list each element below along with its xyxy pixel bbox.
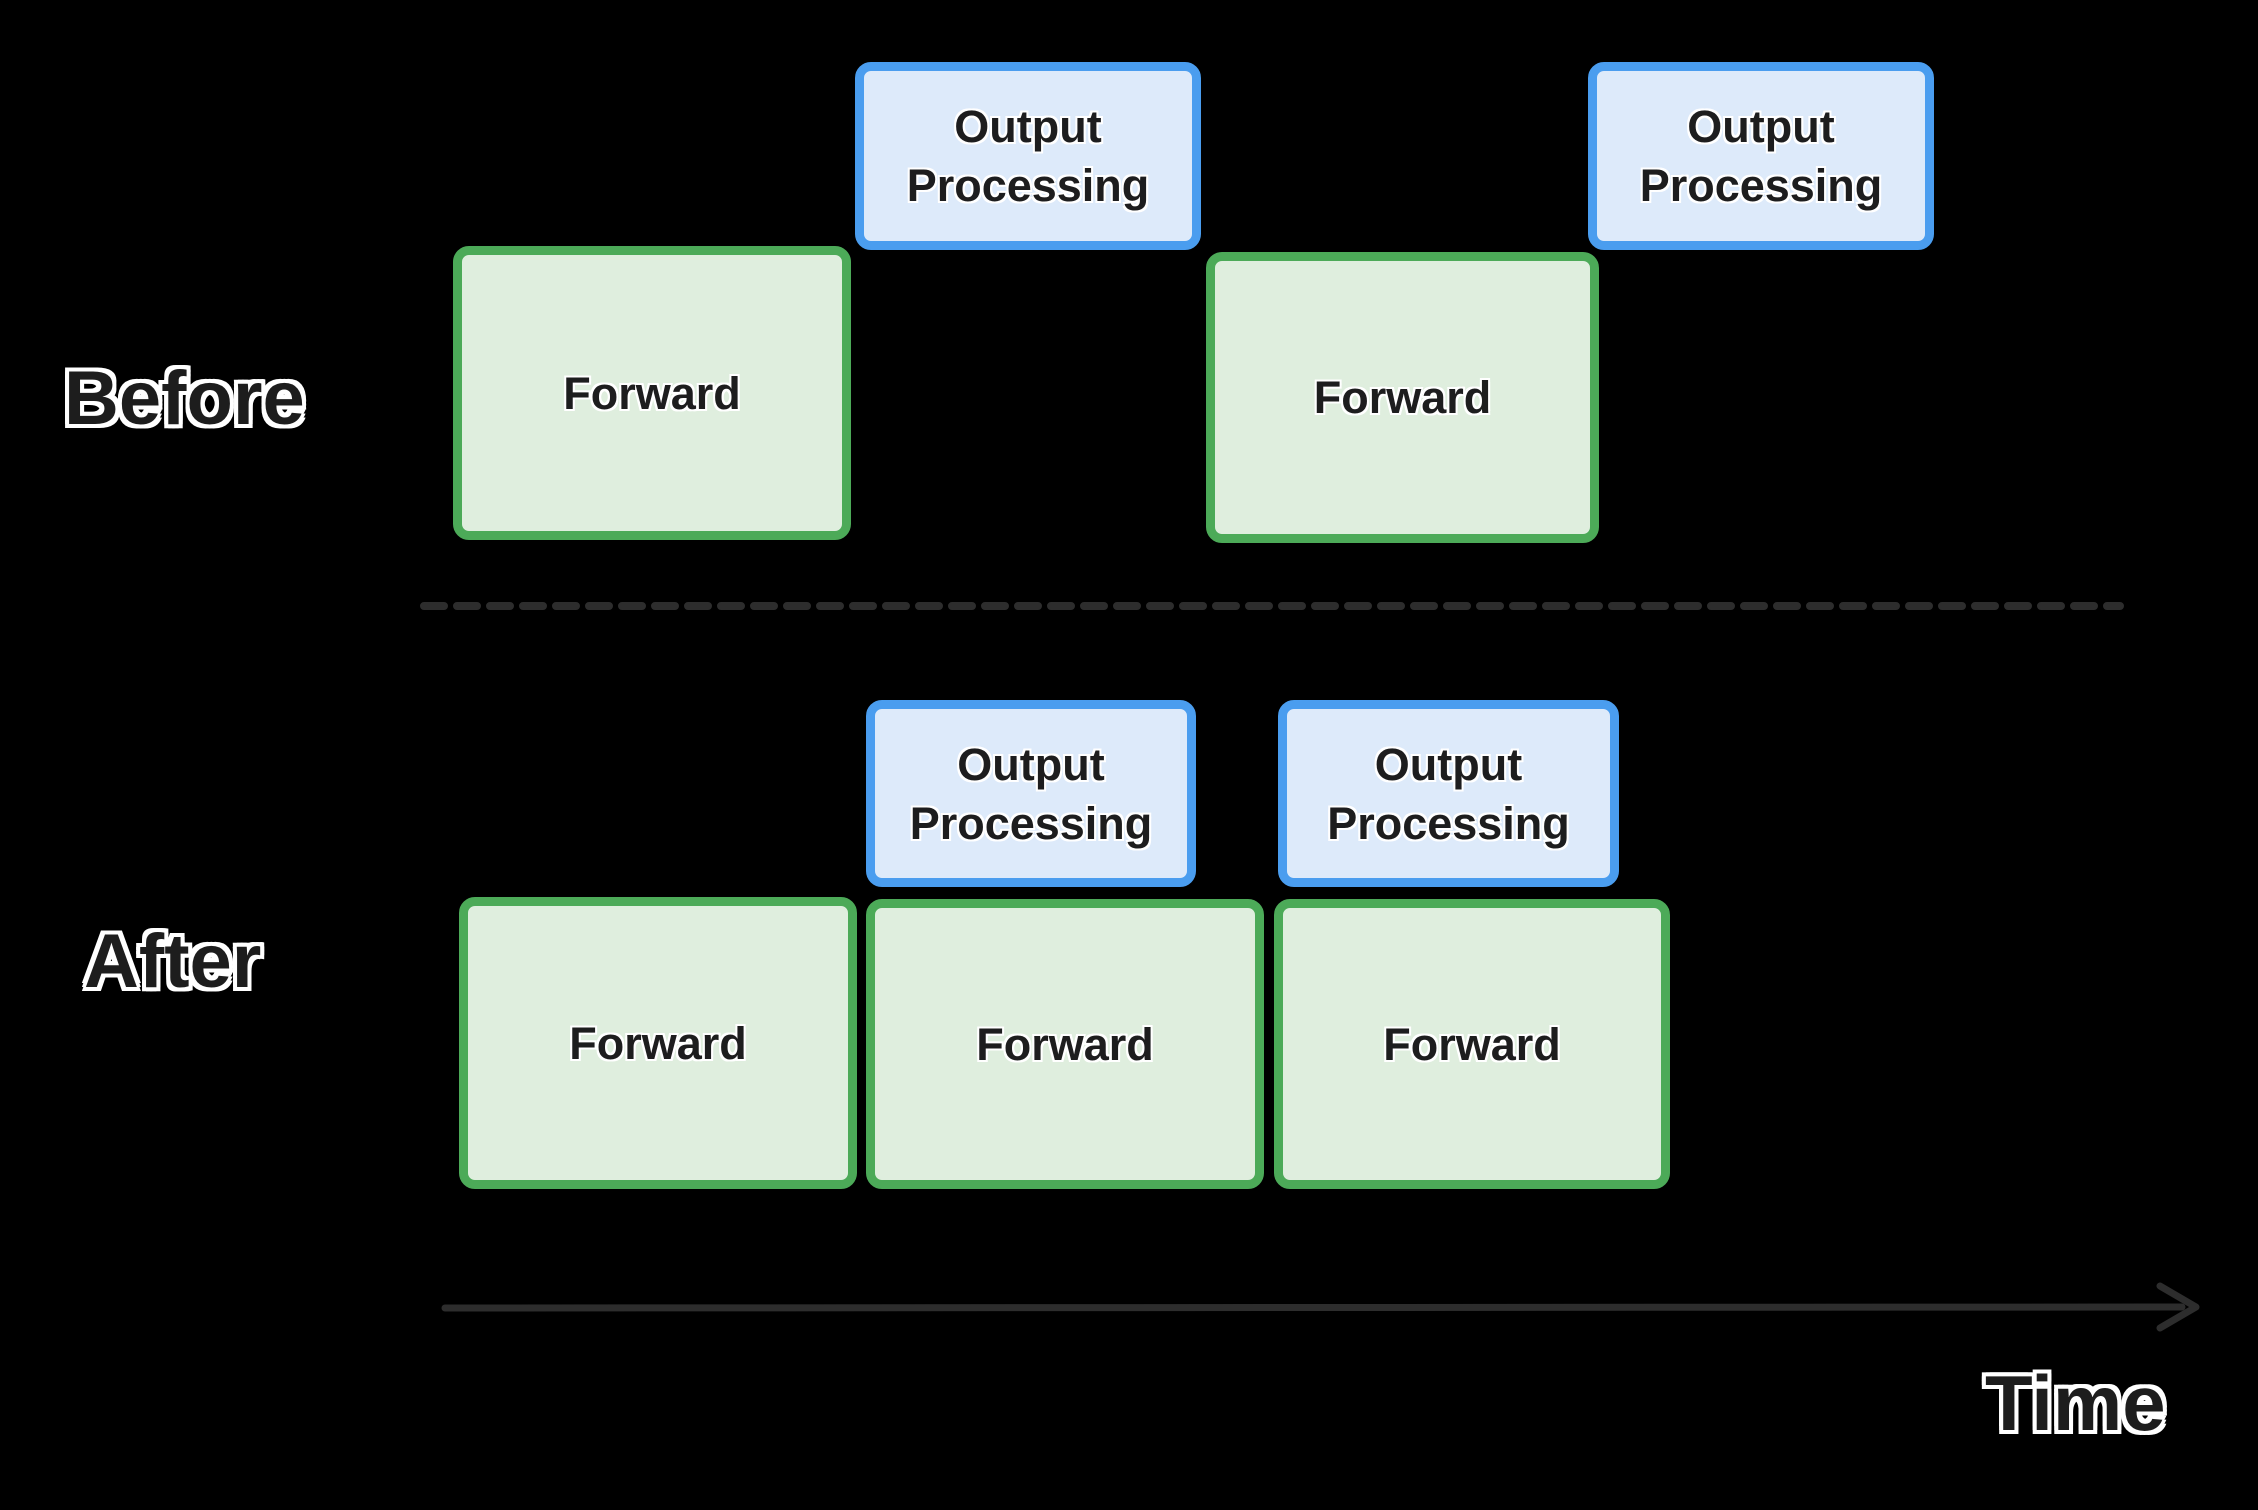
- output-processing-box-label: Output Processing: [1327, 738, 1570, 849]
- time-axis-line: [441, 1303, 2186, 1312]
- before-row-label: Before: [64, 356, 305, 441]
- after-output-processing-box-1: Output Processing: [866, 700, 1196, 887]
- forward-box-label: Forward: [1313, 372, 1492, 423]
- output-processing-box-label: Output Processing: [1639, 101, 1883, 211]
- forward-box-label: Forward: [1383, 1018, 1561, 1070]
- after-forward-box-2: Forward: [866, 899, 1264, 1189]
- before-output-processing-box-1: Output Processing: [855, 62, 1201, 250]
- before-forward-box-1: Forward: [453, 246, 851, 540]
- after-row-label: After: [84, 919, 262, 1004]
- output-processing-box-label: Output Processing: [909, 738, 1153, 849]
- after-output-processing-box-2: Output Processing: [1278, 700, 1619, 887]
- forward-box-label: Forward: [569, 1017, 747, 1069]
- time-axis-arrowhead-icon: [2156, 1282, 2200, 1332]
- forward-box-label: Forward: [976, 1018, 1154, 1070]
- after-forward-box-3: Forward: [1274, 899, 1670, 1189]
- after-forward-box-1: Forward: [459, 897, 857, 1189]
- before-forward-box-2: Forward: [1206, 252, 1599, 543]
- output-processing-box-label: Output Processing: [906, 101, 1150, 211]
- time-axis-label: Time: [1985, 1359, 2166, 1447]
- before-output-processing-box-2: Output Processing: [1588, 62, 1934, 250]
- forward-box-label: Forward: [563, 367, 741, 419]
